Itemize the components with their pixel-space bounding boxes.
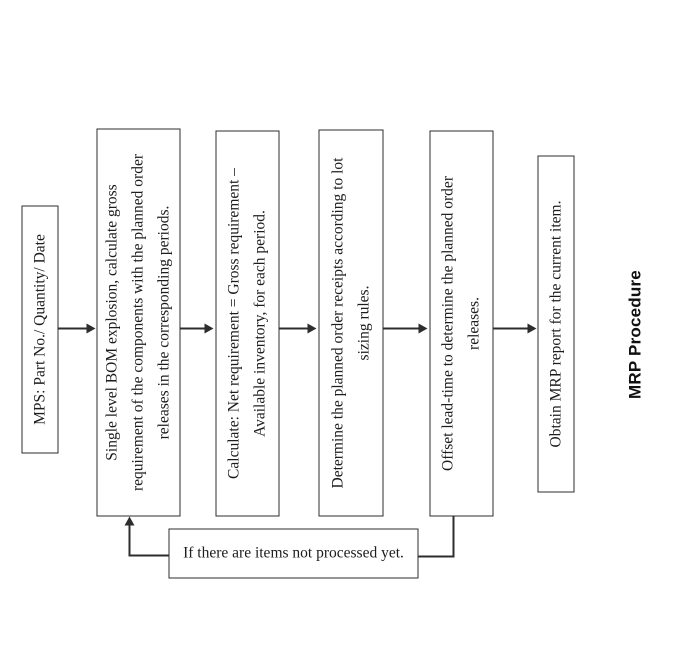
feedback-line-to-bom [128,524,130,556]
flow-arrow-5-head-icon [527,323,536,333]
feedback-arrow-head-icon [124,516,134,525]
figure-caption: MRP Procedure [625,269,644,399]
feedback-box: If there are items not processed yet. [168,528,418,578]
flow-box-offset-lead-time: Offset lead-time to determine the planne… [429,130,493,516]
flow-box-lot-sizing: Determine the planned order receipts acc… [318,129,383,516]
feedback-line-from-offset [452,516,454,557]
flow-box-bom-explosion-label: Single level BOM explosion, calculate gr… [103,153,172,491]
flow-box-mps: MPS: Part No./ Quantity/ Date [21,205,58,453]
flow-arrow-4-head-icon [418,323,427,333]
flow-box-offset-lead-time-label: Offset lead-time to determine the planne… [439,175,482,471]
flow-box-lot-sizing-label: Determine the planned order receipts acc… [328,157,372,488]
flow-arrow-4-line [383,327,419,329]
flow-box-net-requirement: Calculate: Net requirement = Gross requi… [215,130,279,516]
feedback-line-into-ifbox [418,555,454,557]
flow-box-mrp-report: Obtain MRP report for the current item. [537,155,574,492]
flow-arrow-5-line [493,327,529,329]
flow-box-mps-label: MPS: Part No./ Quantity/ Date [30,233,48,425]
flow-box-mrp-report-label: Obtain MRP report for the current item. [546,200,564,447]
flow-arrow-1-head-icon [86,323,95,333]
flow-arrow-3-line [279,327,309,329]
flow-box-net-requirement-label: Calculate: Net requirement = Gross requi… [225,167,268,479]
flow-arrow-2-head-icon [204,323,213,333]
feedback-box-label: If there are items not processed yet. [182,544,404,561]
flow-arrow-1-line [58,327,88,329]
flow-arrow-3-head-icon [307,323,316,333]
flow-box-bom-explosion: Single level BOM explosion, calculate gr… [96,128,180,516]
feedback-line-out-of-ifbox [129,554,168,556]
flow-arrow-2-line [180,327,206,329]
